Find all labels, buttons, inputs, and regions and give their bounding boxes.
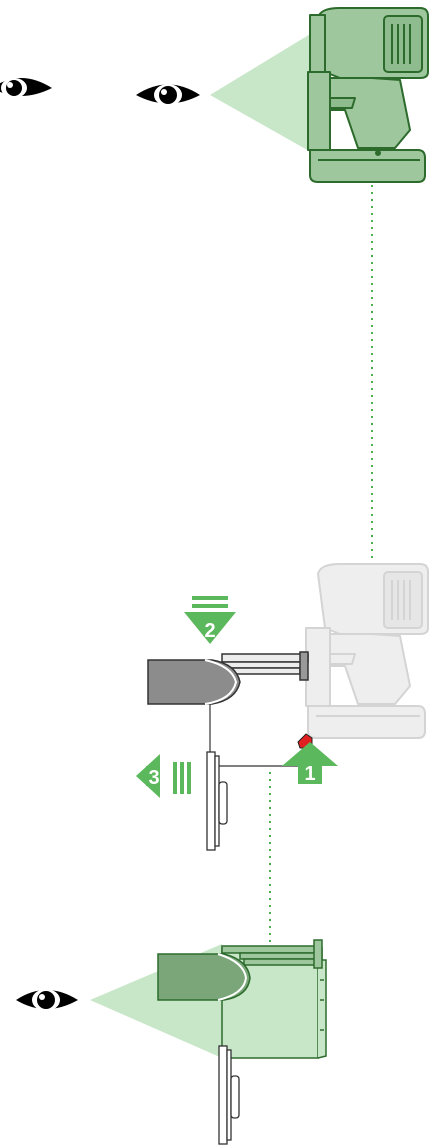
handheld-vacuum-icon	[305, 563, 429, 739]
bin-base-plate	[218, 1045, 240, 1145]
eye-icon	[0, 78, 52, 98]
step-3-arrow-left-icon: 3	[136, 754, 191, 798]
step-2-arrow-down-icon: 2	[184, 596, 236, 644]
bin-icon	[147, 659, 241, 705]
step-1-number: 1	[304, 763, 315, 785]
view-cone-top	[210, 25, 325, 160]
handheld-vacuum-icon	[307, 7, 429, 183]
top-view-section	[0, 7, 429, 183]
eye-icon	[16, 989, 78, 1011]
step-1-arrow-up-icon: 1	[282, 742, 338, 785]
bin-icon	[157, 939, 327, 1059]
step-3-number: 3	[148, 767, 159, 789]
cyclone-assembly	[221, 651, 309, 681]
bin-base-plate	[206, 751, 228, 851]
bin-interior-section	[16, 939, 327, 1145]
eye-icon	[136, 84, 200, 106]
step-2-number: 2	[204, 620, 215, 642]
bin-removal-section: 2 1 3	[136, 563, 429, 851]
